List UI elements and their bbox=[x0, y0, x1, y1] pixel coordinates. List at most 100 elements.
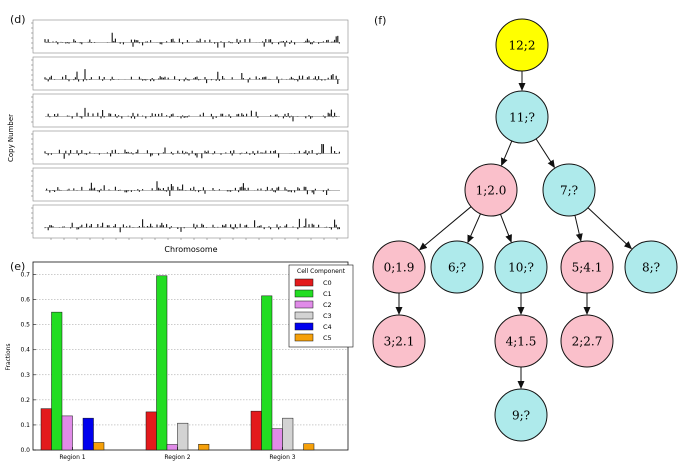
tree-node-12: 12;2 bbox=[495, 18, 549, 72]
bar-c3-region-3 bbox=[282, 417, 294, 451]
bar-c0-region-1 bbox=[40, 408, 52, 451]
bar-c2-region-1 bbox=[61, 415, 73, 451]
tree-edge bbox=[418, 206, 472, 251]
x-tick-label: Region 1 bbox=[59, 454, 85, 461]
tree-edge bbox=[535, 138, 555, 169]
x-tick-label: Region 2 bbox=[164, 454, 190, 461]
tree-node-label: 8;? bbox=[642, 261, 660, 275]
y-tick-label: 0.3 bbox=[20, 372, 30, 379]
x-tick-label: Region 3 bbox=[269, 454, 295, 461]
copy-number-ylabel: Copy Number bbox=[7, 114, 15, 162]
tree-node-circle bbox=[494, 388, 548, 442]
legend-swatch bbox=[294, 311, 314, 320]
bar-c5-region-2 bbox=[198, 443, 210, 451]
clone-tree: 12;2 11;? 1;2.0 7;? 0;1.9 6;? 10;? 5;4.1 8;? 3;2.… bbox=[372, 18, 678, 442]
tree-node-2: 2;2.7 bbox=[560, 314, 614, 368]
tree-node-10: 10;? bbox=[494, 240, 548, 294]
copy-number-track bbox=[31, 19, 349, 54]
tree-node-label: 5;4.1 bbox=[572, 261, 603, 275]
bar-c4-region-1 bbox=[82, 417, 94, 451]
tree-node-circle bbox=[495, 18, 549, 72]
tree-node-9: 9;? bbox=[494, 388, 548, 442]
y-tick-label: 0.1 bbox=[20, 422, 30, 429]
legend-swatch bbox=[294, 289, 314, 298]
tree-node-label: 4;1.5 bbox=[506, 335, 537, 349]
legend-swatch bbox=[294, 333, 314, 342]
tree-edge bbox=[587, 207, 633, 250]
legend-label: C0 bbox=[323, 279, 332, 287]
tree-node-circle bbox=[495, 90, 549, 144]
copy-number-track bbox=[31, 56, 349, 91]
bar-c1-region-3 bbox=[261, 295, 273, 451]
legend-swatch bbox=[294, 322, 314, 331]
tree-node-label: 7;? bbox=[560, 184, 578, 198]
tree-node-4: 4;1.5 bbox=[494, 314, 548, 368]
panel-d-label: (d) bbox=[10, 13, 26, 26]
tree-node-circle bbox=[542, 163, 596, 217]
copy-number-track bbox=[31, 204, 349, 239]
tree-node-label: 3;2.1 bbox=[384, 335, 415, 349]
tree-node-circle bbox=[494, 314, 548, 368]
copy-number-track bbox=[31, 93, 349, 128]
bar-c2-region-3 bbox=[271, 428, 283, 451]
tree-node-6: 6;? bbox=[430, 240, 484, 294]
tree-node-3: 3;2.1 bbox=[372, 314, 426, 368]
tree-node-circle bbox=[430, 240, 484, 294]
bar-c0-region-2 bbox=[145, 411, 157, 451]
tree-node-7: 7;? bbox=[542, 163, 596, 217]
copy-number-track bbox=[31, 130, 349, 165]
tree-node-label: 0;1.9 bbox=[384, 261, 415, 275]
tree-node-circle bbox=[560, 314, 614, 368]
tree-node-label: 1;2.0 bbox=[476, 184, 507, 198]
bar-c3-region-2 bbox=[177, 422, 189, 451]
chromosome-xlabel: Chromosome bbox=[164, 245, 217, 254]
y-tick-label: 0.5 bbox=[20, 322, 30, 329]
tree-node-1: 1;2.0 bbox=[464, 163, 518, 217]
panel-f-label: (f) bbox=[374, 14, 387, 27]
y-tick-label: 0.7 bbox=[20, 272, 30, 279]
tree-edge bbox=[501, 140, 513, 167]
tree-edge bbox=[467, 213, 481, 244]
legend-title: Cell Component bbox=[297, 268, 346, 275]
tree-edge bbox=[574, 215, 583, 242]
tree-node-11: 11;? bbox=[495, 90, 549, 144]
panel-e-label: (e) bbox=[10, 260, 26, 273]
bar-c5-region-1 bbox=[93, 442, 105, 451]
tree-node-label: 6;? bbox=[448, 261, 466, 275]
tree-node-circle bbox=[464, 163, 518, 217]
tree-node-label: 9;? bbox=[512, 409, 530, 423]
tree-node-5: 5;4.1 bbox=[560, 240, 614, 294]
legend-label: C1 bbox=[323, 290, 332, 298]
y-tick-label: 0.2 bbox=[20, 397, 30, 404]
bar-c1-region-1 bbox=[51, 311, 63, 451]
fractions-ylabel: Fractions bbox=[5, 343, 12, 370]
tree-node-circle bbox=[560, 240, 614, 294]
tree-node-circle bbox=[372, 240, 426, 294]
copy-number-track bbox=[31, 167, 349, 202]
tree-node-label: 12;2 bbox=[509, 39, 536, 53]
y-tick-label: 0.0 bbox=[20, 447, 30, 454]
bar-c0-region-3 bbox=[250, 410, 262, 451]
y-tick-label: 0.4 bbox=[20, 347, 30, 354]
legend-swatch bbox=[294, 278, 314, 287]
legend-label: C5 bbox=[323, 334, 332, 342]
bar-c1-region-2 bbox=[156, 275, 168, 451]
legend-swatch bbox=[294, 300, 314, 309]
legend-label: C2 bbox=[323, 301, 332, 309]
legend-label: C3 bbox=[323, 312, 332, 320]
tree-node-label: 10;? bbox=[508, 261, 534, 275]
tree-node-label: 2;2.7 bbox=[572, 335, 603, 349]
tree-node-8: 8;? bbox=[624, 240, 678, 294]
legend-label: C4 bbox=[323, 323, 332, 331]
bar-c5-region-3 bbox=[303, 443, 315, 451]
tree-node-circle bbox=[624, 240, 678, 294]
copy-number-panel: Copy Number Chromosome bbox=[7, 19, 349, 254]
tree-node-circle bbox=[372, 314, 426, 368]
tree-node-circle bbox=[494, 240, 548, 294]
bar-c2-region-2 bbox=[166, 444, 178, 451]
tree-node-label: 11;? bbox=[509, 111, 535, 125]
tree-node-0: 0;1.9 bbox=[372, 240, 426, 294]
